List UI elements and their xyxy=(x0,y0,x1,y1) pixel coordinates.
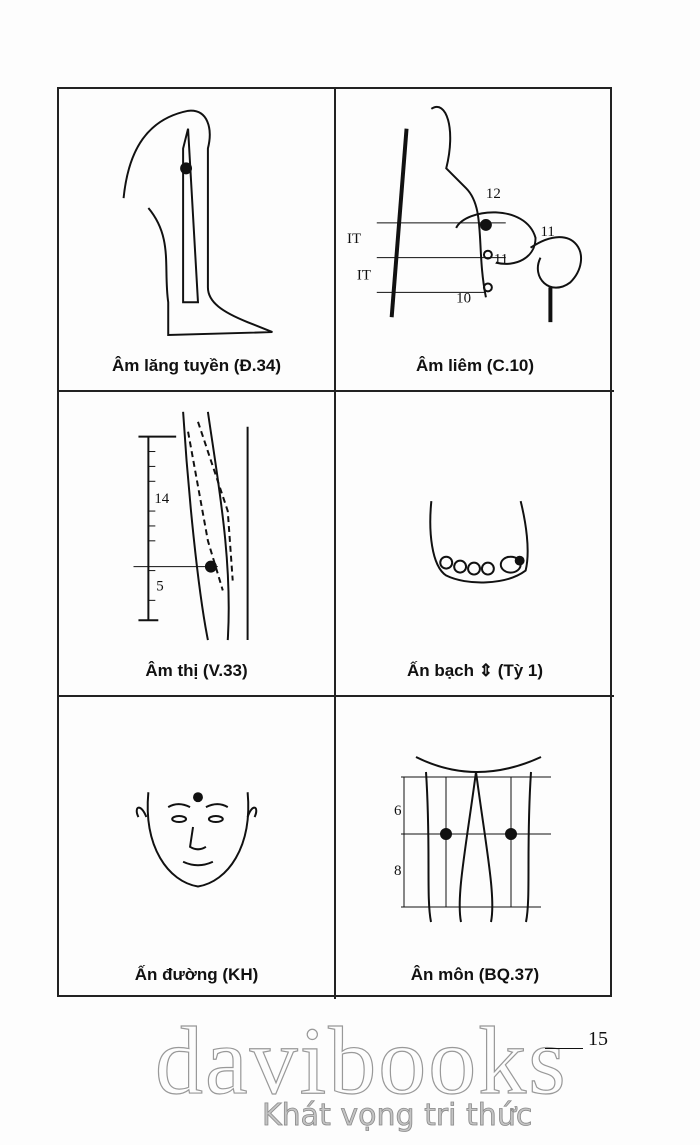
figure-caption: Ấn bạch ⇕ (Tỳ 1) xyxy=(406,661,544,680)
figure-an-duong: Ấn đường (KH) xyxy=(59,697,336,999)
back-of-thighs-illustration: 6 8 xyxy=(394,756,551,923)
figure-an-bach: Ấn bạch ⇕ (Tỳ 1) xyxy=(336,392,614,697)
diagram-label: 5 xyxy=(156,578,163,594)
diagram-label: 14 xyxy=(154,491,169,507)
figure-caption: Âm liêm (C.10) xyxy=(415,356,535,375)
figure-caption: Ấn đường (KH) xyxy=(134,965,259,984)
diagram-label: 11 xyxy=(540,224,554,240)
figure-caption: Âm thị (V.33) xyxy=(145,661,248,680)
diagram-label: 6 xyxy=(394,803,402,819)
face-illustration xyxy=(135,792,258,888)
watermark-brand: davibooks xyxy=(154,1006,568,1114)
figure-am-liem: 12 IT IT 11 10 11 Âm liêm (C.10) xyxy=(336,89,614,392)
watermark-tagline: Khát vọng tri thức xyxy=(262,1098,533,1134)
figure-am-lang-tuyen: Âm lăng tuyền (Đ.34) xyxy=(59,89,336,392)
diagram-label: 8 xyxy=(394,863,402,879)
figure-an-mon: 6 8 Ân môn (BQ.37) xyxy=(336,697,614,999)
figure-caption: Âm lăng tuyền (Đ.34) xyxy=(111,356,282,375)
page-number-rule xyxy=(545,1048,583,1049)
leg-illustration xyxy=(122,109,273,337)
throat-illustration: 12 IT IT 11 10 11 xyxy=(347,106,582,323)
page-number: 15 xyxy=(588,1028,608,1050)
figure-am-thi: 14 5 Âm thị (V.33) xyxy=(59,392,336,697)
diagram-label: 11 xyxy=(494,252,508,268)
foot-illustration xyxy=(429,500,529,584)
diagram-label: 10 xyxy=(456,290,471,306)
thigh-illustration: 14 5 xyxy=(133,411,249,641)
acupoint-figure-grid: Âm lăng tuyền (Đ.34) 12 IT IT 11 10 11 Â… xyxy=(57,87,614,999)
figure-caption: Ân môn (BQ.37) xyxy=(410,965,540,984)
diagram-label: 12 xyxy=(486,186,501,202)
diagram-label: IT xyxy=(347,231,361,247)
diagram-label: IT xyxy=(357,267,371,283)
